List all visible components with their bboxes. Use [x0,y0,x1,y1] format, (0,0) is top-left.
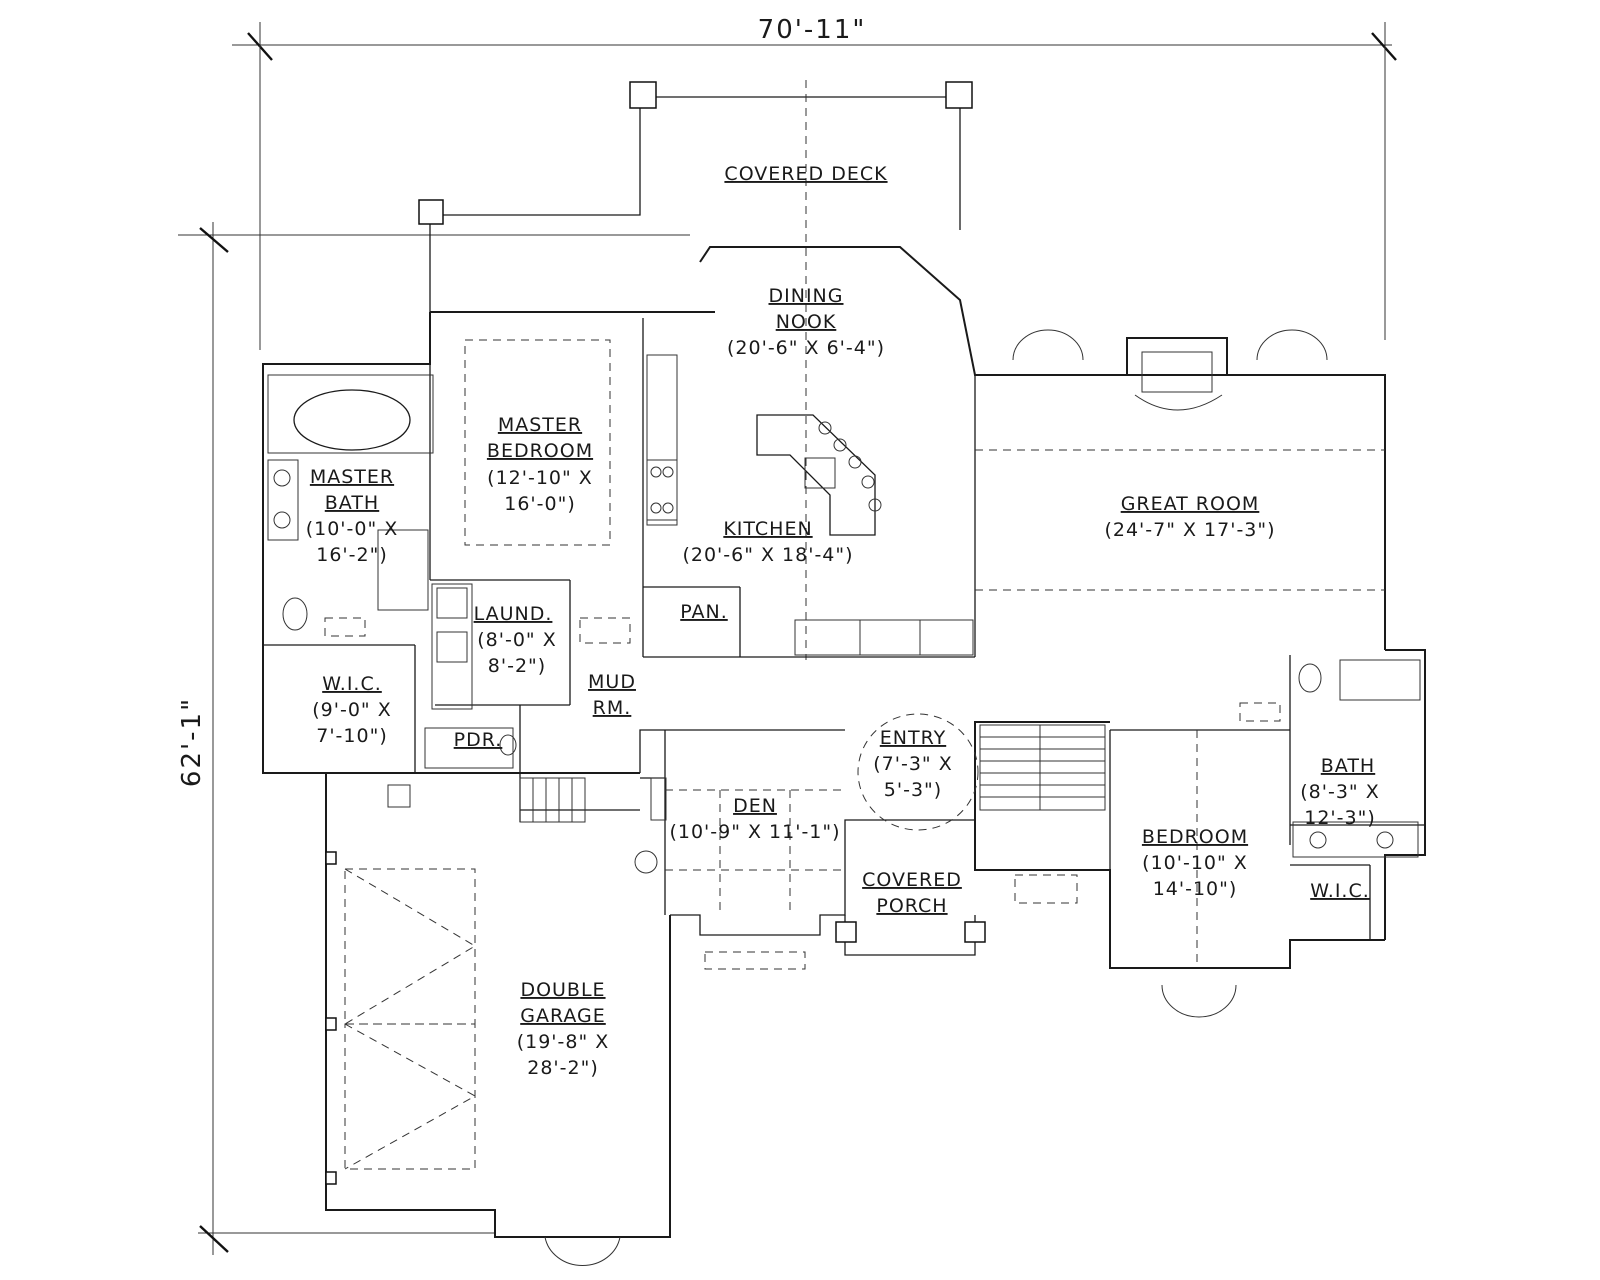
depth-dimension-label: 62'-1" [177,697,207,787]
den-size: (10'-9" X 11'-1") [669,821,840,843]
kitchen-counters [646,354,974,656]
mud-room-label-2: RM. [593,697,632,719]
ceiling-lines [324,339,1385,968]
sink-icon [1376,831,1394,849]
bath-size-2: 12'-3") [1304,807,1376,829]
vanity [267,459,299,541]
dining-nook-label-2: NOOK [776,311,837,333]
toilet-icon [282,597,308,631]
double-garage-size: (19'-8" X [517,1031,610,1053]
washer-icon [436,587,468,619]
master-wic-label: W.I.C. [322,673,382,695]
garage-stairs [519,777,586,823]
bath-fixtures [1292,659,1421,858]
double-garage-label-2: GARAGE [520,1005,606,1027]
laundry-size-2: 8'-2") [488,655,546,677]
bay-window-arc [1012,329,1084,361]
tub-icon [1339,659,1421,701]
garage-doors [325,784,1237,1266]
fireplace [1012,329,1328,411]
bath-label: BATH [1321,755,1375,777]
bedroom-wic-label: W.I.C. [1310,880,1370,902]
sink-icon [273,469,291,487]
entry-label: ENTRY [880,727,946,749]
front-stairs [979,724,1106,811]
dryer-icon [436,631,468,663]
laundry-fixtures [431,583,473,710]
great-room-size: (24'-7" X 17'-3") [1104,519,1275,541]
master-bath-size: (10'-0" X [306,518,399,540]
covered-porch-label-2: PORCH [876,895,947,917]
entry-details [634,713,1078,970]
powder-label: PDR. [454,729,503,751]
sink-icon [804,457,836,489]
width-dimension: 70'-11" [232,15,1397,350]
deck-post [629,81,657,109]
master-bedroom-label-2: BEDROOM [487,440,593,462]
pantry-label: PAN. [680,601,728,623]
laundry-label: LAUND. [474,603,553,625]
entry-size-2: 5'-3") [884,779,942,801]
mud-room-label: MUD [588,671,636,693]
master-bedroom-size: (12'-10" X [487,467,593,489]
deck-post [945,81,973,109]
den-label: DEN [733,795,777,817]
master-bedroom-size-2: 16'-0") [504,493,576,515]
entry-size: (7'-3" X [873,753,952,775]
covered-deck-label: COVERED DECK [724,163,887,185]
bath-size: (8'-3" X [1300,781,1379,803]
dining-nook-label: DINING [769,285,844,307]
bedroom-label: BEDROOM [1142,826,1248,848]
powder-fixtures [424,727,517,769]
exterior-walls [262,246,1426,1238]
master-bedroom-label: MASTER [498,414,582,436]
great-room-label: GREAT ROOM [1121,493,1260,515]
deck-post [418,199,444,225]
sink-icon [273,511,291,529]
porch-post [964,921,986,943]
covered-deck-outline [418,80,973,660]
shower-icon [377,529,429,611]
toilet-icon [1298,663,1322,693]
master-bath-label-2: BATH [325,492,379,514]
kitchen-island [756,414,882,536]
range-icon [646,459,678,521]
porch-post [835,921,857,943]
kitchen-label: KITCHEN [723,518,812,540]
tub-icon [293,389,411,451]
garage-door-left [344,868,476,1025]
double-garage-label: DOUBLE [520,979,605,1001]
width-dimension-label: 70'-11" [758,15,867,45]
sink-icon [1309,831,1327,849]
vanity [1292,821,1419,858]
master-bath-fixtures [267,374,434,631]
bay-window-arc [1256,329,1328,361]
dining-nook-size: (20'-6" X 6'-4") [727,337,885,359]
garage-door-right [344,1023,476,1170]
master-bath-size-2: 16'-2") [316,544,388,566]
laundry-size: (8'-0" X [477,629,556,651]
master-bath-label: MASTER [310,466,394,488]
master-wic-size-2: 7'-10") [316,725,388,747]
depth-dimension: 62'-1" [177,222,690,1255]
kitchen-size: (20'-6" X 18'-4") [682,544,853,566]
covered-porch-label: COVERED [862,869,962,891]
double-garage-size-2: 28'-2") [527,1057,599,1079]
bedroom-size-2: 14'-10") [1153,878,1238,900]
bedroom-size: (10'-10" X [1142,852,1248,874]
master-wic-size: (9'-0" X [312,699,391,721]
entry-ceiling-arc [857,713,979,831]
toilet-icon [499,734,517,756]
